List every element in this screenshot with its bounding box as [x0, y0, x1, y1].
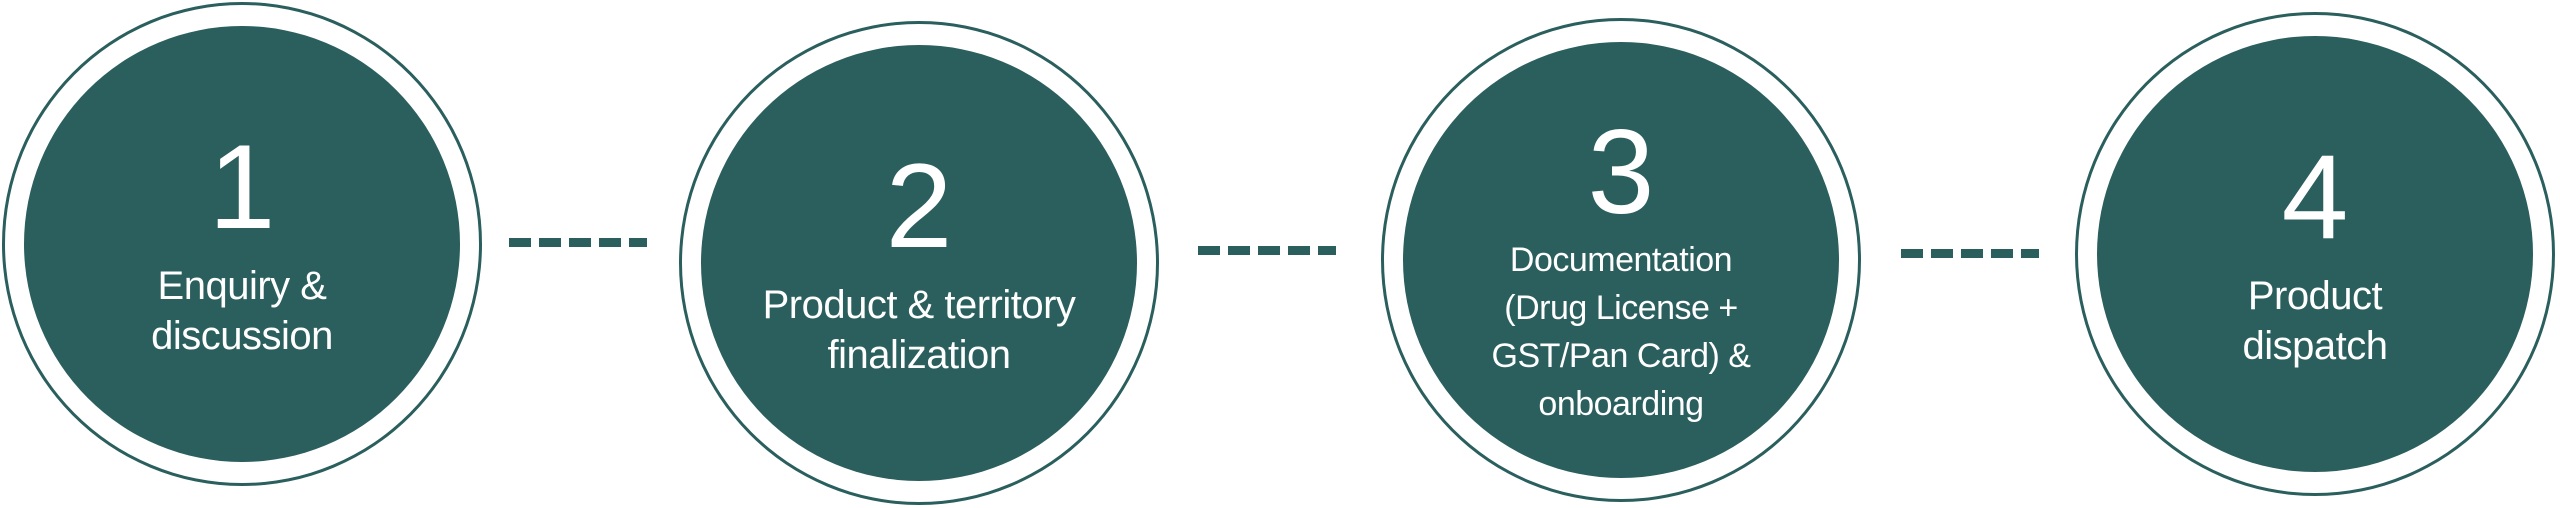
step-2: 2 Product & territory finalization	[679, 21, 1159, 505]
step-3: 3 Documentation (Drug License + GST/Pan …	[1381, 18, 1861, 502]
step-2-disc: 2 Product & territory finalization	[701, 45, 1137, 481]
step-label: Documentation (Drug License + GST/Pan Ca…	[1491, 241, 1751, 423]
connector-dashes	[509, 238, 647, 247]
step-number: 2	[885, 139, 953, 273]
step-4-disc: 4 Product dispatch	[2097, 36, 2533, 472]
step-1: 1 Enquiry & discussion	[2, 2, 482, 486]
step-number: 3	[1587, 105, 1655, 239]
step-label: Product & territory finalization	[762, 283, 1076, 377]
step-number: 1	[208, 120, 276, 254]
connector-dashes	[1198, 246, 1336, 255]
step-label: Product dispatch	[2242, 274, 2388, 368]
step-label: Enquiry & discussion	[151, 264, 333, 358]
step-number: 4	[2281, 130, 2349, 264]
step-3-disc: 3 Documentation (Drug License + GST/Pan …	[1403, 42, 1839, 478]
connector-dashes	[1901, 249, 2039, 258]
step-1-disc: 1 Enquiry & discussion	[24, 26, 460, 462]
step-4: 4 Product dispatch	[2075, 12, 2555, 496]
